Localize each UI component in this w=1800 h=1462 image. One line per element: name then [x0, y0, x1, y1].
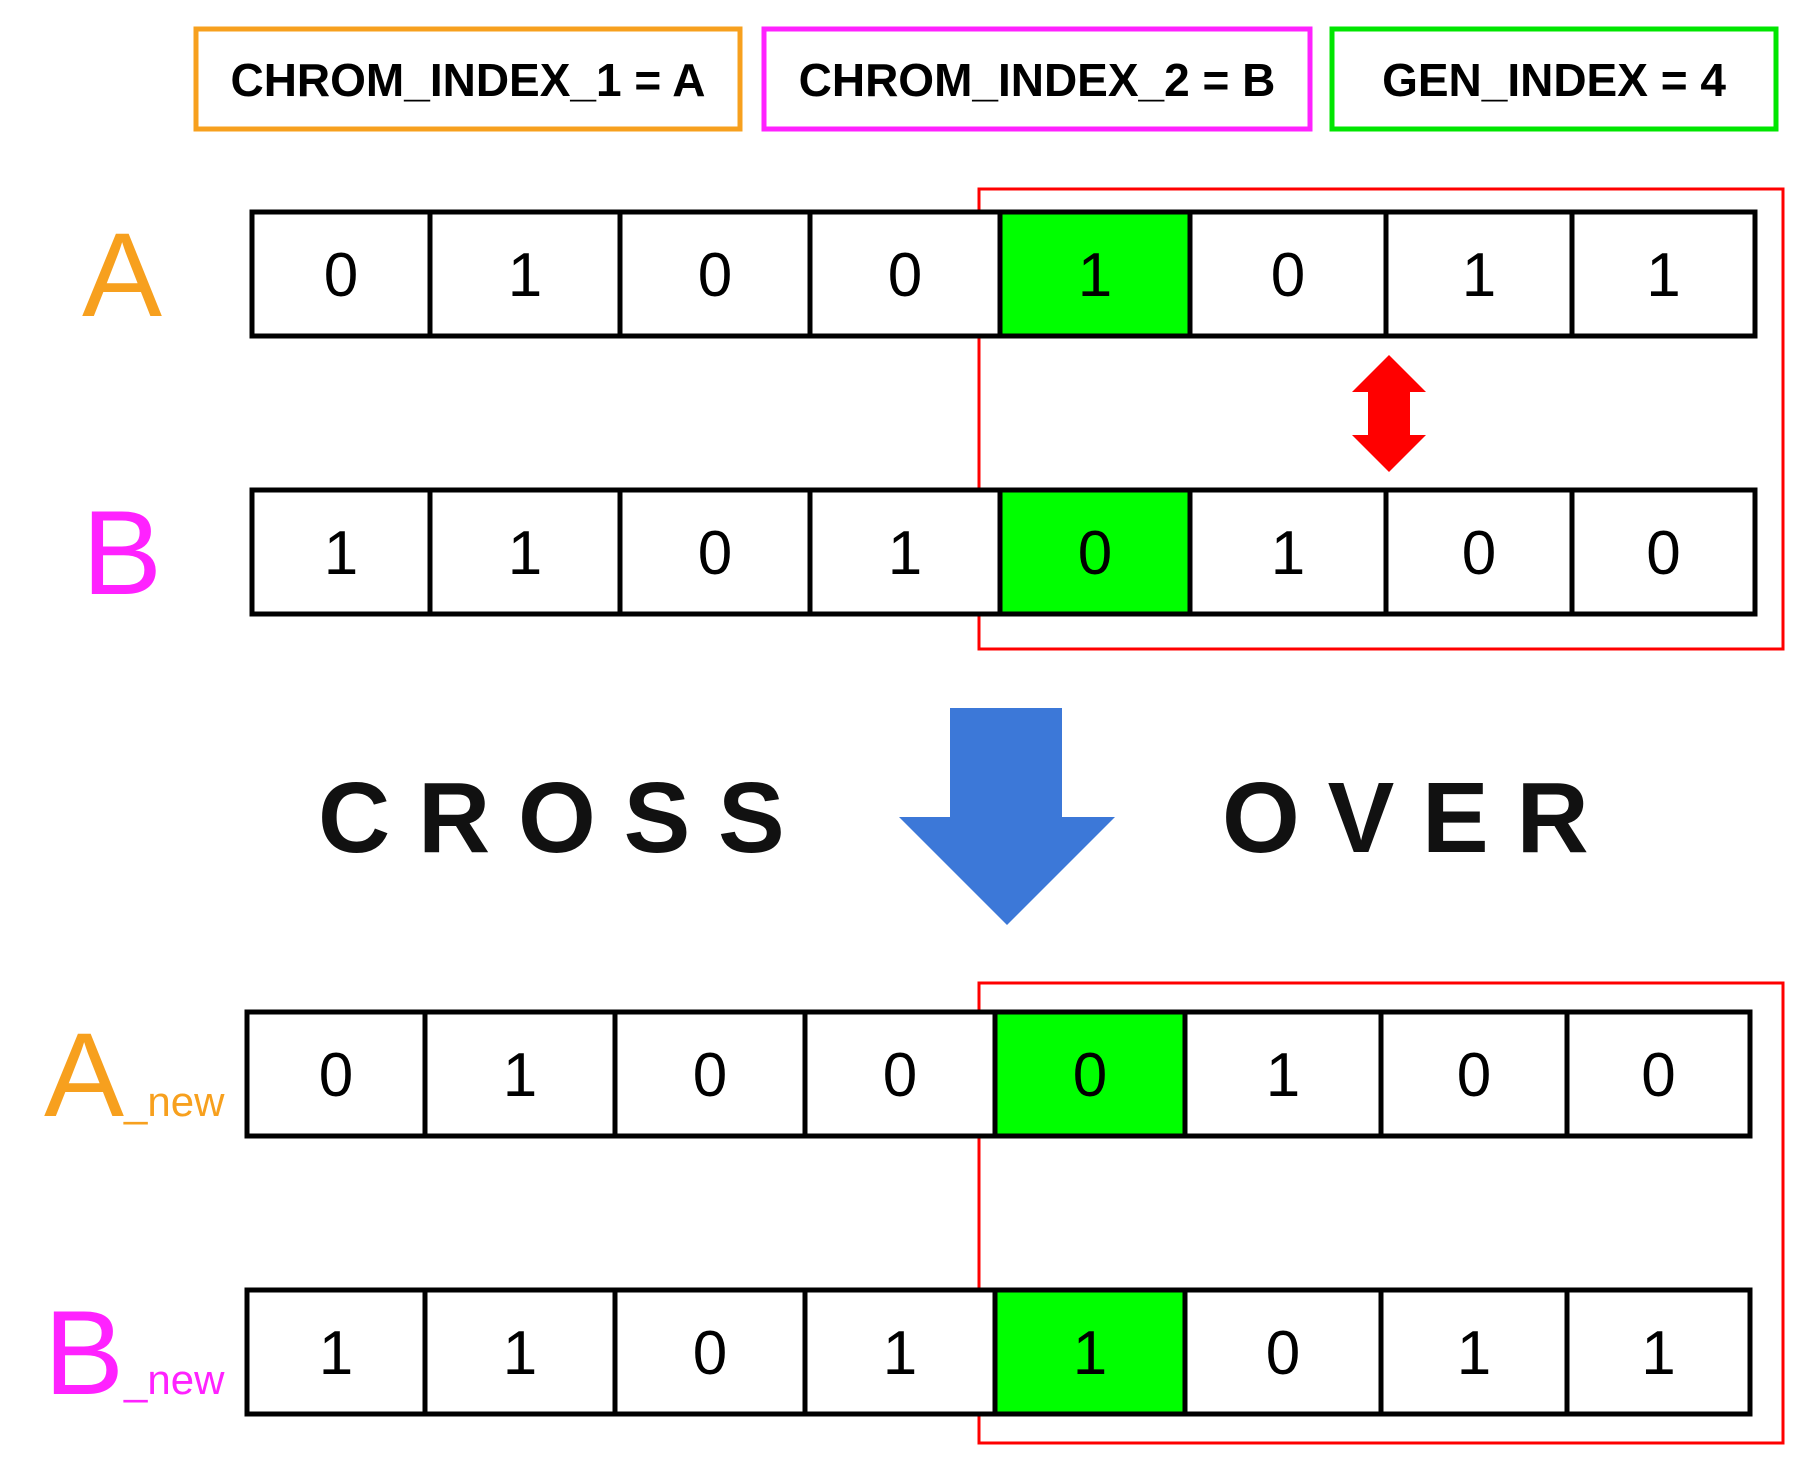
gene-bit: 0 [324, 241, 358, 310]
gene-bit: 1 [1271, 519, 1305, 588]
header: CHROM_INDEX_1 = A CHROM_INDEX_2 = B GEN_… [193, 26, 1779, 132]
chromosome-cell [1187, 487, 1389, 617]
gen-index-box [1329, 26, 1779, 132]
chrom-index-2-label: CHROM_INDEX_2 = B [799, 54, 1276, 106]
crossover-word-1: C R O S S [318, 762, 785, 874]
chrom-index-1-label: CHROM_INDEX_1 = A [230, 54, 705, 106]
gene-bit: 1 [1078, 241, 1112, 310]
red-double-arrow-icon [1352, 355, 1426, 472]
gene-bit: 1 [324, 519, 358, 588]
chromosome-cell [997, 209, 1193, 339]
gene-bit: 1 [1646, 241, 1680, 310]
chromosome-row-a: A 0 1 0 0 1 0 1 1 [82, 208, 1758, 342]
gene-bit: 1 [1641, 1319, 1675, 1388]
gene-bit: 0 [1641, 1041, 1675, 1110]
chromosome-cells-a-new: 0 1 0 0 0 1 0 0 [244, 1009, 1753, 1139]
chromosome-cell [802, 1287, 998, 1417]
chrom-index-1-box [193, 26, 743, 132]
chromosome-cell [1564, 1287, 1753, 1417]
chromosome-cell [997, 487, 1193, 617]
chromosome-cell [617, 209, 813, 339]
crossover-word-2: O V E R [1222, 762, 1589, 874]
chromosome-cell [1182, 1287, 1384, 1417]
row-label-a-new: A_new [44, 1008, 225, 1142]
gene-bit: 0 [1078, 519, 1112, 588]
row-label-b: B [82, 486, 162, 620]
chromosome-cell [1383, 209, 1575, 339]
chromosome-cells-b-new: 1 1 0 1 1 0 1 1 [244, 1287, 1753, 1417]
gene-bit: 0 [693, 1041, 727, 1110]
chromosome-cell [612, 1287, 808, 1417]
gene-bit: 0 [888, 241, 922, 310]
chromosome-cell [1383, 487, 1575, 617]
gene-bit: 1 [503, 1319, 537, 1388]
chromosome-cell [1378, 1009, 1570, 1139]
chromosome-row-b: B 1 1 0 1 0 1 0 0 [82, 486, 1758, 620]
chromosome-cell [422, 1009, 618, 1139]
chromosome-cell [1187, 209, 1389, 339]
chrom-index-2-box [761, 26, 1313, 132]
gene-bit: 1 [508, 519, 542, 588]
gene-bit: 1 [508, 241, 542, 310]
row-label-a: A [82, 208, 162, 342]
chromosome-cell [802, 1009, 998, 1139]
row-label-b-new: B_new [44, 1286, 225, 1420]
chromosome-cell [1378, 1287, 1570, 1417]
gene-bit: 0 [1271, 241, 1305, 310]
swap-region-bottom [977, 981, 1785, 1445]
chromosome-cell [1564, 1009, 1753, 1139]
gene-bit: 0 [319, 1041, 353, 1110]
chromosome-row-a-new: A_new 0 1 0 0 0 1 0 0 [44, 1008, 1753, 1142]
gene-bit: 0 [1646, 519, 1680, 588]
gene-bit: 1 [319, 1319, 353, 1388]
chromosome-cell [1569, 209, 1758, 339]
gene-bit: 1 [883, 1319, 917, 1388]
chromosome-cell [992, 1009, 1188, 1139]
blue-down-arrow-icon [899, 708, 1115, 925]
gene-bit: 0 [693, 1319, 727, 1388]
gene-bit: 1 [1266, 1041, 1300, 1110]
chromosome-cell [807, 487, 1003, 617]
crossover-section: C R O S S O V E R [318, 708, 1589, 925]
chromosome-cell [1182, 1009, 1384, 1139]
gene-bit: 0 [1462, 519, 1496, 588]
chromosome-cells-a: 0 1 0 0 1 0 1 1 [249, 209, 1758, 339]
gene-bit: 0 [883, 1041, 917, 1110]
gene-bit: 0 [698, 241, 732, 310]
gene-bit: 0 [1073, 1041, 1107, 1110]
chromosome-cell [427, 487, 623, 617]
chromosome-cell [244, 1287, 428, 1417]
chromosome-cell [427, 209, 623, 339]
gene-bit: 1 [888, 519, 922, 588]
chromosome-cell [244, 1009, 428, 1139]
gene-bit: 0 [1266, 1319, 1300, 1388]
chromosome-cell [1569, 487, 1758, 617]
gene-bit: 1 [1457, 1319, 1491, 1388]
chromosome-row-b-new: B_new 1 1 0 1 1 0 1 1 [44, 1286, 1753, 1420]
gene-bit: 1 [1462, 241, 1496, 310]
swap-region-top [977, 187, 1785, 651]
gene-bit: 0 [1457, 1041, 1491, 1110]
gene-bit: 1 [1073, 1319, 1107, 1388]
gene-bit: 0 [698, 519, 732, 588]
gene-bit: 1 [503, 1041, 537, 1110]
chromosome-cells-b: 1 1 0 1 0 1 0 0 [249, 487, 1758, 617]
gen-index-label: GEN_INDEX = 4 [1382, 54, 1726, 106]
chromosome-cell [612, 1009, 808, 1139]
